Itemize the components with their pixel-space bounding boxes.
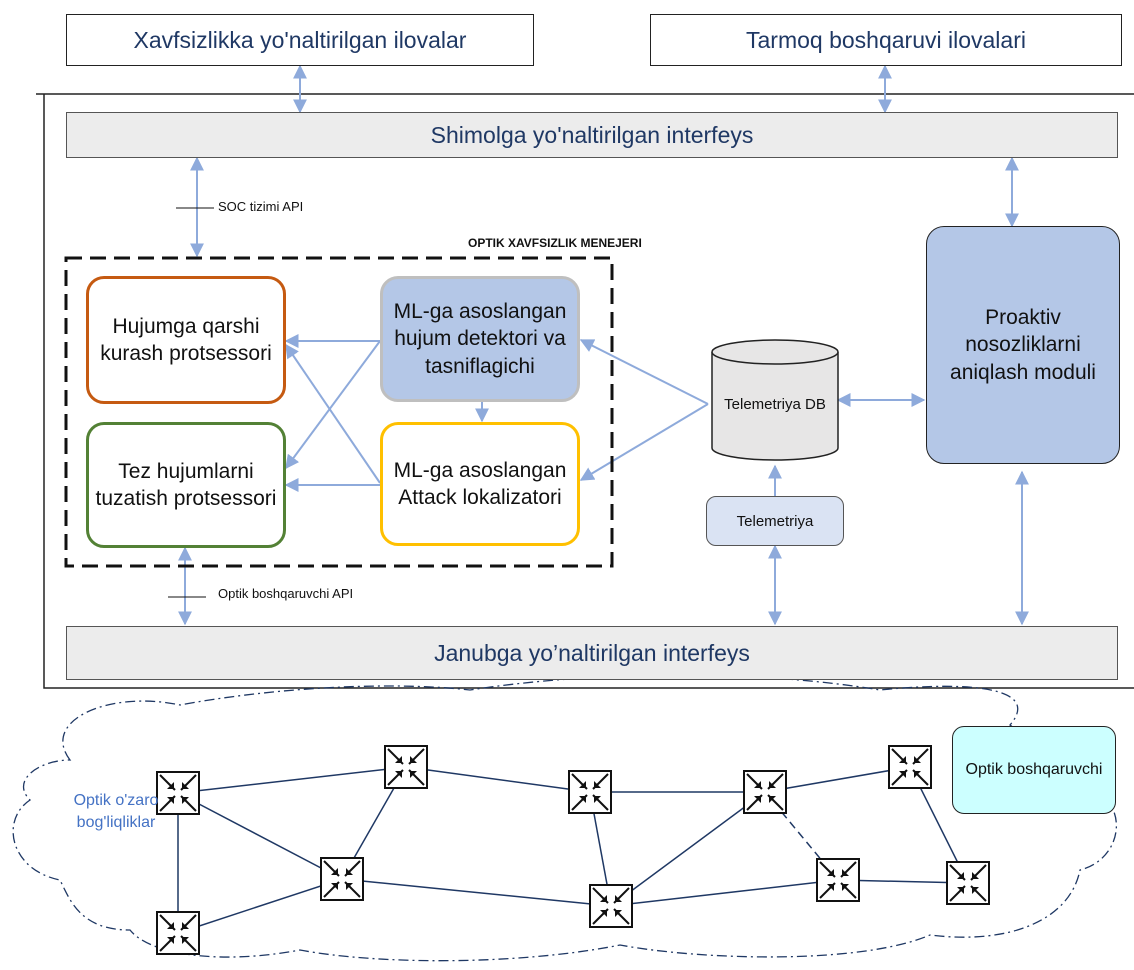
fast-fix-processor: Tez hujumlarni tuzatish protsessori (86, 422, 286, 548)
telemetry-db-label: Telemetriya DB (724, 395, 826, 413)
network-links (177, 766, 969, 934)
arrow-db-detector (579, 339, 709, 405)
soc-api-label: SOC tizimi API (218, 199, 304, 214)
optical-api-label: Optik boshqaruvchi API (218, 586, 354, 601)
countermeasure-label: Hujumga qarshi kurash protsessori (100, 314, 272, 365)
arrow-detector-fastfix (285, 340, 381, 470)
arrow-localizer-countermeasure (285, 343, 381, 484)
optical-switch-icon (384, 745, 428, 789)
telemetry-box: Telemetriya (706, 496, 844, 546)
interconnects-label: Optik o'zaro bog'liqliklar (73, 791, 159, 831)
proactive-label: Proaktiv nosozliklarni aniqlash moduli (950, 306, 1096, 384)
telemetry-db-cylinder (711, 339, 839, 461)
interconnects-text: Optik o'zaro bog'liqliklar (64, 772, 168, 852)
optical-switch-icon (888, 745, 932, 789)
northbound-interface: Shimolga yo'naltirilgan interfeys (66, 112, 1118, 158)
proactive-detection-module: Proaktiv nosozliklarni aniqlash moduli (926, 226, 1120, 464)
arrow-db-localizer (579, 403, 709, 481)
optical-switches (156, 745, 990, 955)
optical-switch-icon (946, 861, 990, 905)
telemetry-label: Telemetriya (736, 512, 814, 530)
optik-manager-container (64, 256, 614, 568)
optical-switch-icon (589, 884, 633, 928)
optical-switch-icon (156, 911, 200, 955)
system-frame (36, 93, 1134, 689)
security-apps-label: Xavfsizlikka yo'naltirilgan ilovalar (133, 26, 467, 53)
ml-detector-label: ML-ga asoslangan hujum detektori va tasn… (393, 300, 567, 378)
manager-title: OPTIK XAVFSIZLIK MENEJERI (468, 236, 642, 250)
fast-fix-label: Tez hujumlarni tuzatish protsessori (95, 459, 277, 510)
northbound-label: Shimolga yo'naltirilgan interfeys (430, 121, 754, 148)
optical-switch-icon (156, 771, 200, 815)
network-apps-box: Tarmoq boshqaruvi ilovalari (650, 14, 1122, 66)
ml-attack-localizer: ML-ga asoslangan Attack lokalizatori (380, 422, 580, 546)
optical-controller-box: Optik boshqaruvchi (952, 726, 1116, 814)
ml-attack-detector: ML-ga asoslangan hujum detektori va tasn… (380, 276, 580, 402)
telemetry-db: Telemetriya DB (712, 376, 838, 432)
southbound-interface: Janubga yo’naltirilgan interfeys (66, 626, 1118, 680)
optical-switch-icon (568, 770, 612, 814)
ml-localizer-label: ML-ga asoslangan Attack lokalizatori (393, 458, 567, 509)
southbound-label: Janubga yo’naltirilgan interfeys (434, 639, 750, 666)
optical-switch-icon (320, 857, 364, 901)
countermeasure-processor: Hujumga qarshi kurash protsessori (86, 276, 286, 404)
optical-controller-label: Optik boshqaruvchi (965, 760, 1103, 778)
security-apps-box: Xavfsizlikka yo'naltirilgan ilovalar (66, 14, 534, 66)
optical-switch-icon (816, 858, 860, 902)
optical-network-cloud (12, 674, 1118, 962)
optical-switch-icon (743, 770, 787, 814)
network-apps-label: Tarmoq boshqaruvi ilovalari (746, 26, 1026, 53)
